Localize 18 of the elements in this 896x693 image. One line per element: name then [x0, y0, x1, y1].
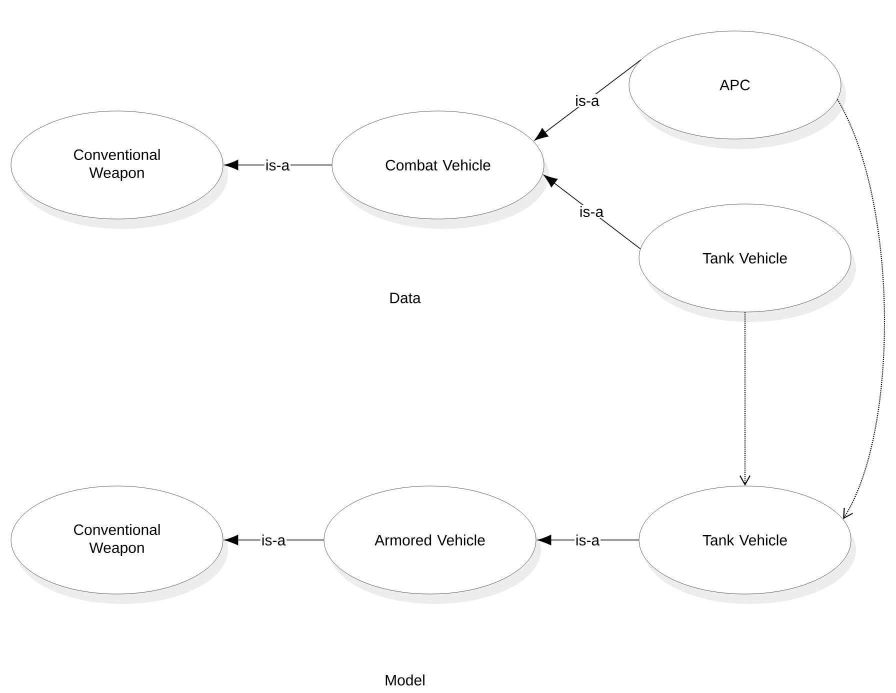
ellipse-node: Armored Vehicle [324, 486, 541, 604]
arrow [836, 99, 885, 520]
ellipse-node: Tank Vehicle [638, 204, 856, 322]
arrow [534, 59, 642, 141]
section-label: Data [390, 292, 421, 304]
arrow [740, 312, 750, 486]
ellipse-node: APC [628, 30, 846, 149]
edge-label: is-a [574, 534, 601, 547]
arrow [544, 174, 641, 250]
edge-label: is-a [260, 534, 287, 547]
ellipse-node: Tank Vehicle [638, 486, 856, 604]
edge-label: is-a [264, 158, 291, 172]
ellipse-node: Conventional Weapon [10, 110, 228, 229]
ellipse-node: Conventional Weapon [10, 486, 228, 604]
section-label: Model [386, 674, 424, 686]
edge-label: is-a [578, 205, 605, 218]
ellipse-node: Combat Vehicle [332, 110, 549, 229]
edge-label: is-a [574, 94, 600, 108]
